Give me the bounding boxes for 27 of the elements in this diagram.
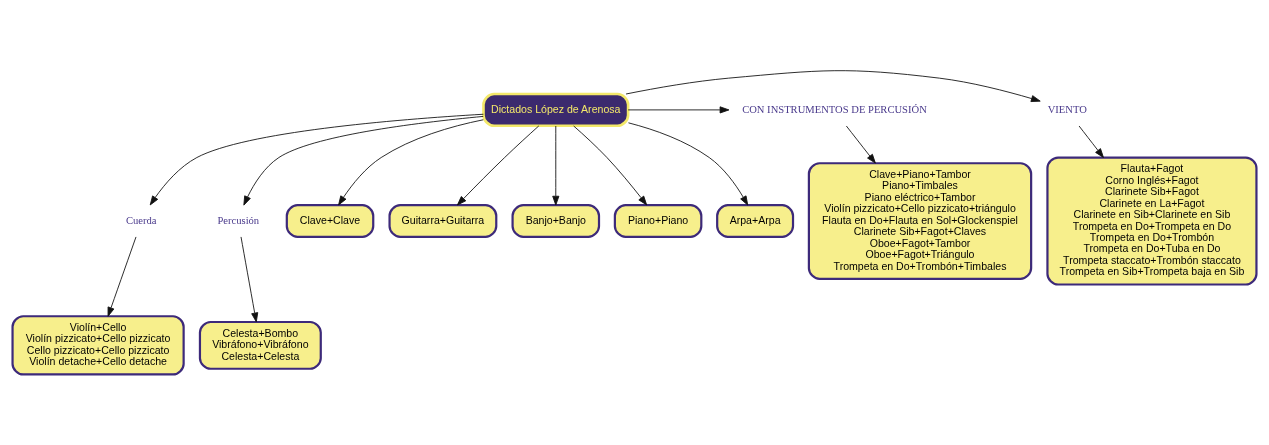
node-box: Dictados López de Arenosa — [482, 92, 630, 128]
node-box: Piano+Piano — [613, 204, 703, 238]
arrow — [240, 236, 259, 323]
arrow — [845, 125, 876, 164]
node-text: Percusión — [217, 214, 260, 226]
arrow — [149, 113, 484, 206]
arrow — [573, 125, 648, 206]
node-box: Clave+Piano+Tambor Piano+Timbales Piano eléctrico+Tambor Violín pizzicato+Cello pizzicato+triángulo Flauta en Do+Flauta en Sol+Glockenspiel Clarinete Sib+Fagot+Claves Oboe+Fagot+Tambor Oboe+Fagot+Triángulo Trompeta en Do+Trombón+Timbales — [807, 162, 1033, 280]
arrow — [1078, 125, 1104, 158]
node-box: Flauta+Fagot Corno Inglés+Fagot Clarinete Sib+Fagot Clarinete en La+Fagot Clarinete en Sib+Clarinete en Sib Trompeta en Do+Trompeta en Do Trompeta en Do+Trombón Trompeta en Do+Tuba en Do Trompeta staccato+Trombón staccato Trompeta en Sib+Trompeta baja en Sib — [1046, 156, 1258, 286]
arrow — [625, 70, 1041, 102]
node-text: VIENTO — [1047, 103, 1087, 115]
arrow — [552, 125, 560, 206]
node-box: Guitarra+Guitarra — [388, 204, 498, 238]
node-box: Banjo+Banjo — [511, 204, 601, 238]
arrow — [627, 106, 730, 114]
arrow — [243, 115, 484, 206]
arrow — [628, 122, 749, 206]
arrow — [456, 125, 540, 206]
node-text: CON INSTRUMENTOS DE PERCUSIÓN — [742, 103, 927, 115]
node-text: Cuerda — [126, 214, 157, 226]
arrow — [338, 119, 484, 206]
node-box: Celesta+Bombo Vibráfono+Vibráfono Celesta+Celesta — [198, 320, 322, 370]
node-box: Clave+Clave — [285, 204, 375, 238]
node-box: Violín+Cello Violín pizzicato+Cello pizzicato Cello pizzicato+Cello pizzicato Violín detache+Cello detache — [11, 315, 185, 376]
node-box: Arpa+Arpa — [716, 204, 795, 238]
arrow — [107, 236, 137, 317]
